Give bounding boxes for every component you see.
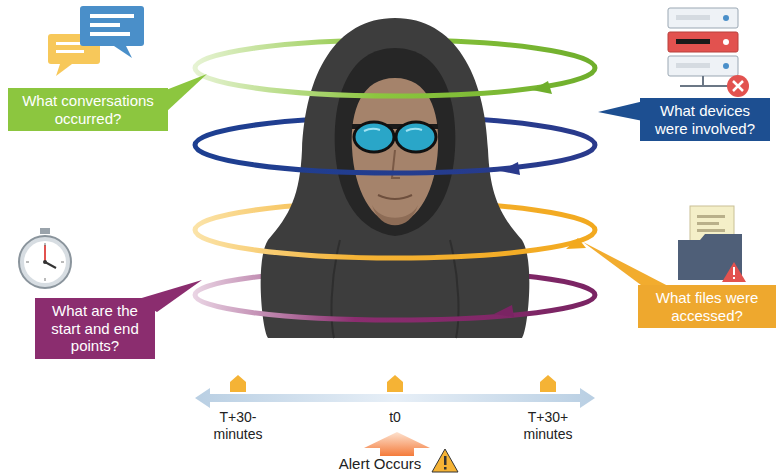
folder-icon-part [697,229,725,232]
ring-front-part [195,230,595,258]
stopwatch-icon-part [26,262,29,263]
server-icon-part [668,8,738,28]
stopwatch-icon-part [40,228,50,234]
chat-icon-part [80,6,144,46]
folder-icon-part [697,222,719,225]
callout-box: What files were accessed? [638,285,776,328]
ring-arrowhead-part [532,81,552,94]
server-icon-part [676,39,710,44]
ring-arrowhead [494,81,586,317]
callout-text: What conversations occurred? [14,92,162,127]
timeline-label: t0 [375,409,415,426]
callout-box: What devices were involved? [640,98,770,141]
ring-front-part [195,295,595,320]
server-icon-part [676,63,710,68]
server-icon-part [668,32,738,52]
callout-tail-part [583,242,672,288]
server-icon-part [668,56,738,76]
stopwatch-icon-part [43,260,47,264]
timeline-label: T+30- minutes [202,409,274,443]
hooded-figure-part [261,18,530,338]
folder-icon-part [722,262,746,282]
stopwatch-icon-part [45,278,46,281]
timeline [195,375,595,408]
ring-arrowhead-part [500,162,520,175]
folder-icon-part [733,267,735,275]
timeline-part [540,375,556,392]
folder-icon-part [733,277,735,279]
hooded-figure-part [372,205,418,225]
folder-icon-part [697,215,725,218]
callout-tail-part [166,74,207,112]
ring-arrowhead-part [566,238,586,249]
hooded-figure-part [396,122,436,152]
stopwatch-icon [19,228,71,288]
hooded-figure-part [406,129,422,131]
warning-icon-part [444,467,447,470]
ring-front-part [195,145,595,173]
folder-icon [678,206,746,282]
ring-front-part [195,68,595,96]
server-icon-part [723,39,729,45]
server-icon-part [727,75,749,97]
stopwatch-icon-part [45,243,46,246]
callout-tail [135,74,672,312]
server-icon-part [723,63,729,69]
timeline-part [230,375,246,392]
server-icon-part [680,85,728,87]
chat-icon-part [56,64,72,76]
stopwatch-icon-part [44,245,46,262]
callout-text: What files were accessed? [644,289,770,324]
server-icon-part [676,15,710,20]
ring-back [195,40,595,295]
timeline-label: T+30+ minutes [512,409,584,443]
stopwatch-icon-part [61,262,64,263]
warning-icon-part [444,456,447,465]
callout-box: What conversations occurred? [8,88,168,131]
alert-arrow [364,432,430,456]
server-icon-part [702,76,704,86]
server-icon-part [723,15,729,21]
timeline-part [387,375,403,392]
ring-arrowhead-part [494,305,514,317]
alert-arrow-part [364,432,430,456]
callout-text: What devices were involved? [646,102,764,137]
chat-icon-part [90,23,120,27]
warning-icon [432,449,458,472]
warning-icon-part [432,449,458,472]
hooded-figure-part [364,129,380,131]
hooded-figure-part [352,78,438,224]
hooded-figure-part [354,122,394,152]
alert-label: Alert Occurs [325,455,435,473]
hooded-figure-part [335,48,456,236]
callout-text: What are the start and end points? [41,302,149,355]
chat-icon-part [56,50,84,53]
stopwatch-icon-part [19,236,71,288]
hooded-figure [261,18,530,338]
chat-icon-part [114,46,132,58]
chat-icon-part [90,32,130,36]
server-icon-part [733,81,743,91]
server-icon [668,8,749,97]
callout-box: What are the start and end points? [35,298,155,359]
chat-icon [48,6,144,76]
chat-icon-part [90,14,134,18]
ring-front [195,68,595,320]
stopwatch-icon-part [24,241,66,283]
hooded-figure-part [378,195,412,199]
